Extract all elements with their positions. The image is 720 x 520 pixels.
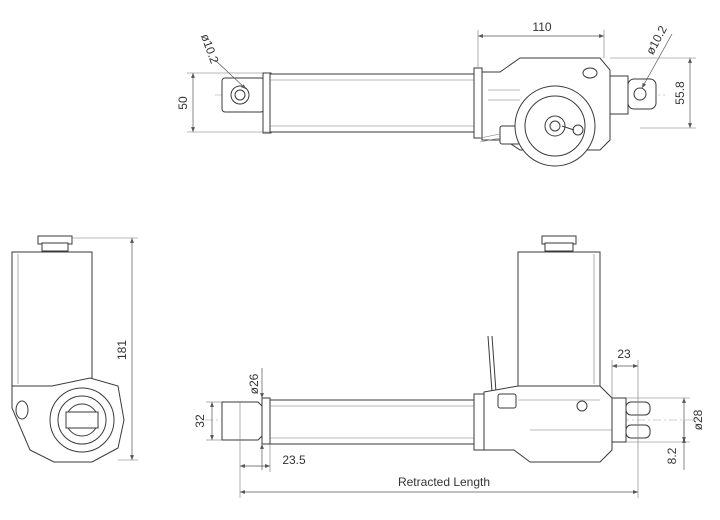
- dim-181: 181: [115, 340, 129, 360]
- dim-retracted-length: Retracted Length: [398, 475, 490, 489]
- end-view: 181: [11, 235, 138, 463]
- dim-phi26: ø26: [247, 373, 261, 394]
- dim-phi28: ø28: [691, 409, 705, 430]
- dim-phi10-2-right: ø10.2: [643, 23, 670, 57]
- dim-50: 50: [176, 96, 190, 110]
- dim-55-8: 55.8: [673, 81, 687, 105]
- dim-23: 23: [617, 347, 631, 361]
- dim-8-2: 8.2: [665, 447, 679, 464]
- front-view: ø26 32 23.5 Retracted Length 23 ø28 8.2: [193, 235, 705, 498]
- dim-110: 110: [532, 20, 551, 34]
- dim-32: 32: [193, 414, 207, 428]
- dim-23-5: 23.5: [282, 453, 306, 467]
- top-view: 110 50 55.8 ø10.2 ø10.2: [176, 20, 696, 167]
- dim-phi10-2-left: ø10.2: [198, 32, 222, 66]
